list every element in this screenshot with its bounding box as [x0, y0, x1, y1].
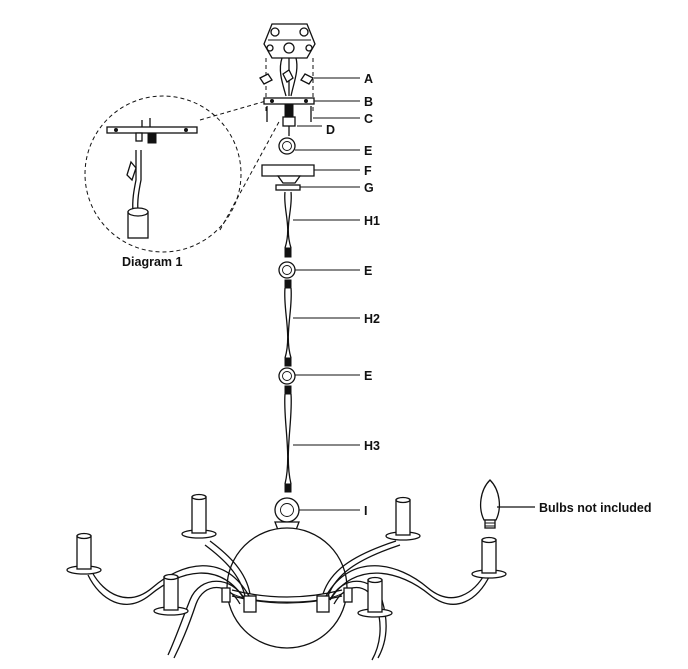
label-e-top: E — [364, 144, 372, 158]
mounting-screws — [266, 106, 312, 122]
diagram-1-inset — [84, 95, 281, 253]
label-g: G — [364, 181, 374, 195]
label-h2: H2 — [364, 312, 380, 326]
chain-link-middle-1 — [278, 261, 296, 279]
chain-link-middle-2 — [278, 367, 296, 385]
chain-link-top — [278, 137, 296, 155]
chandelier-arms — [87, 540, 491, 661]
label-c: C — [364, 112, 373, 126]
wire-connectors — [259, 69, 314, 85]
threaded-nipple — [282, 104, 296, 136]
junction-box — [263, 23, 316, 59]
label-a: A — [364, 72, 373, 86]
label-h3: H3 — [364, 439, 380, 453]
diagram-1-caption: Diagram 1 — [122, 255, 182, 269]
center-globe — [226, 527, 348, 649]
label-e-middle-2: E — [364, 369, 372, 383]
callout-leaders — [293, 77, 360, 511]
label-i: I — [364, 504, 367, 518]
label-h1: H1 — [364, 214, 380, 228]
top-loop — [274, 497, 300, 531]
candle-holders — [66, 493, 507, 618]
chain-section-h1 — [284, 191, 292, 258]
label-d: D — [326, 123, 335, 137]
candelabra-bulb — [479, 479, 501, 529]
chain-section-h3 — [284, 385, 292, 493]
mounting-crossbar — [263, 97, 315, 105]
canopy — [261, 164, 315, 184]
canopy-collar — [275, 184, 301, 191]
bulbs-not-included-note: Bulbs not included — [539, 501, 652, 515]
label-f: F — [364, 164, 372, 178]
chain-section-h2 — [284, 279, 292, 367]
label-e-middle-1: E — [364, 264, 372, 278]
label-b: B — [364, 95, 373, 109]
arm-clips — [221, 587, 353, 613]
